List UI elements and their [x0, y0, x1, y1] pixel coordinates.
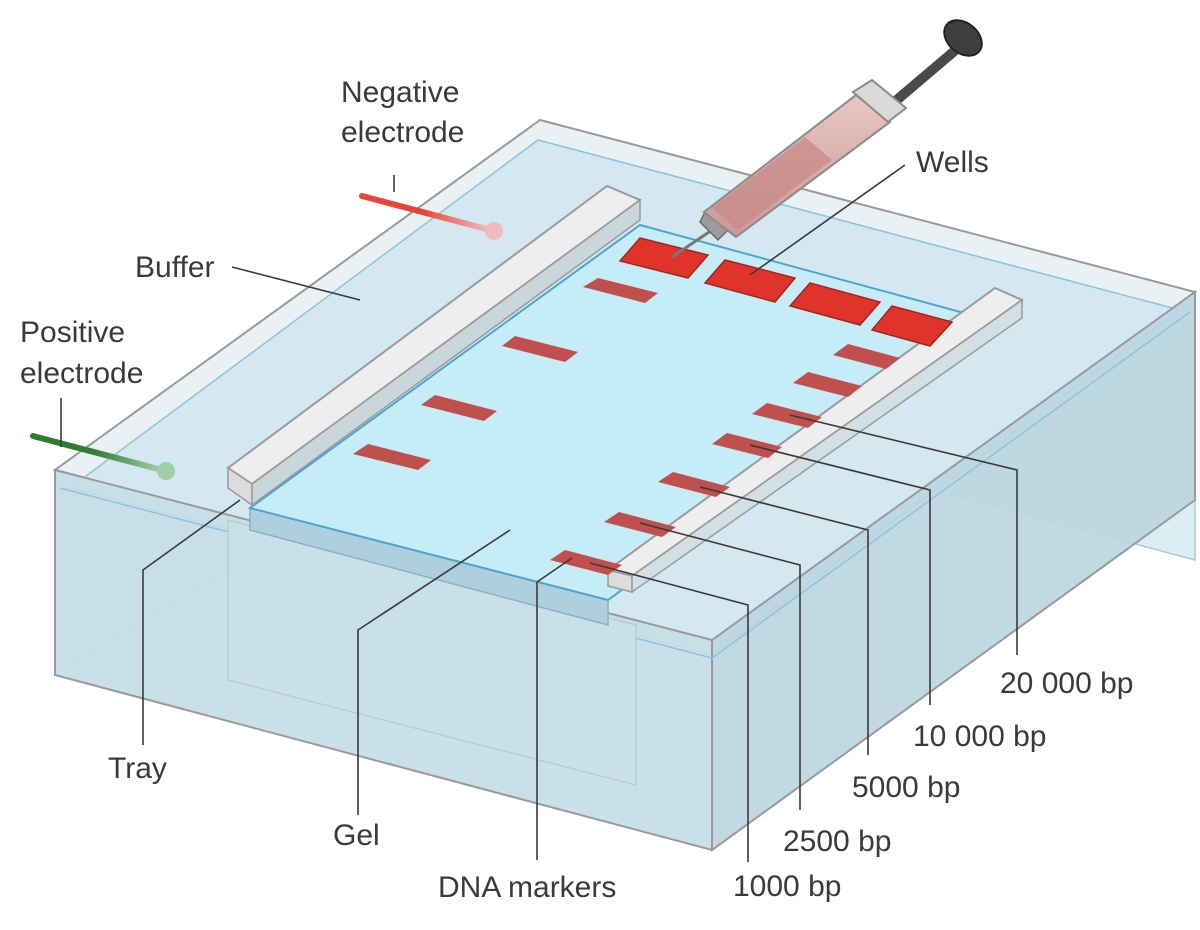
sample-band	[502, 336, 578, 362]
leader-dna-markers	[536, 557, 573, 860]
well	[870, 305, 954, 347]
leader-2500	[639, 522, 801, 810]
marker-band	[712, 433, 782, 458]
dna-marker-ladder	[550, 344, 900, 575]
label-20000-bp: 20 000 bp	[1000, 667, 1133, 700]
leader-1000	[589, 562, 749, 862]
well	[788, 282, 882, 326]
leader-20000	[789, 414, 1018, 655]
label-10000-bp: 10 000 bp	[913, 720, 1046, 753]
marker-band	[833, 344, 900, 369]
leader-gel	[357, 529, 511, 815]
syringe	[671, 19, 983, 259]
marker-band	[752, 403, 822, 428]
label-dna-markers: DNA markers	[438, 871, 616, 904]
label-positive-electrode-line2: electrode	[20, 357, 143, 390]
negative-electrode	[359, 193, 503, 240]
label-2500-bp: 2500 bp	[783, 825, 891, 858]
label-buffer: Buffer	[135, 251, 215, 284]
label-5000-bp: 5000 bp	[852, 771, 960, 804]
wells	[618, 237, 954, 347]
label-wells: Wells	[916, 146, 989, 179]
sample-band	[583, 278, 658, 303]
label-negative-electrode-line2: electrode	[341, 116, 464, 149]
leader-lines	[60, 164, 1018, 862]
leader-10000	[749, 444, 931, 705]
well	[703, 259, 797, 303]
label-tray: Tray	[108, 752, 167, 785]
labels: Negative electrode Positive electrode Bu…	[20, 76, 1133, 904]
leader-tray	[142, 499, 241, 745]
leader-wells	[749, 164, 906, 276]
sample-band	[421, 395, 497, 421]
sample-bands	[353, 278, 658, 470]
positive-electrode	[30, 433, 175, 480]
gel-tray	[226, 184, 1025, 626]
marker-band	[604, 512, 676, 537]
leader-5000	[699, 486, 869, 755]
marker-band	[793, 372, 862, 397]
sample-band	[353, 444, 431, 470]
label-positive-electrode-line1: Positive	[20, 316, 125, 349]
label-1000-bp: 1000 bp	[733, 870, 841, 903]
marker-band	[550, 550, 622, 575]
label-negative-electrode-line1: Negative	[341, 76, 459, 109]
label-gel: Gel	[333, 819, 380, 852]
leader-buffer	[231, 266, 361, 301]
